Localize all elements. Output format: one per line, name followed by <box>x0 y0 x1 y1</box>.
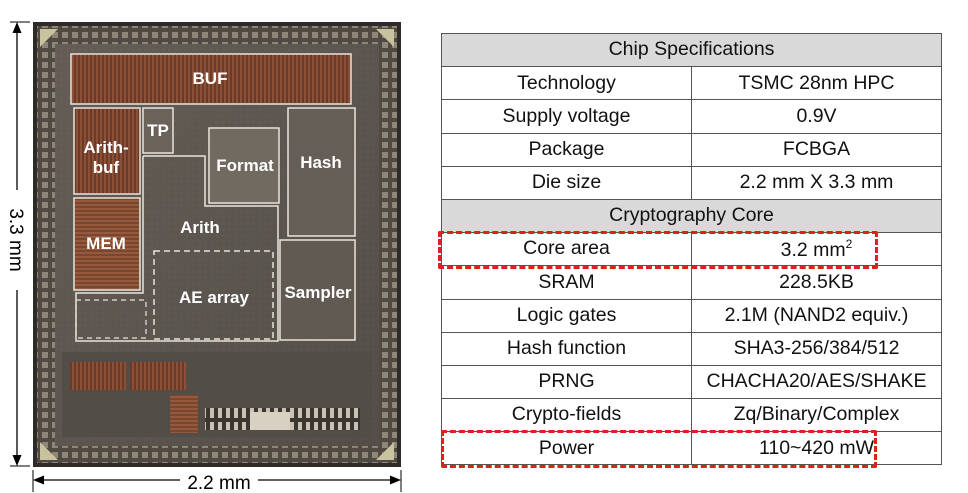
corner-mark-tr <box>376 29 394 47</box>
block-label-sampler: Sampler <box>284 283 351 302</box>
height-dimension: 3.3 mm <box>5 21 30 467</box>
block-label-hash: Hash <box>300 153 342 172</box>
value-cell: TSMC 28nm HPC <box>691 66 942 101</box>
arith-buf-region <box>74 108 140 194</box>
mem-region <box>74 198 140 290</box>
param-cell: Hash function <box>441 331 692 366</box>
corner-mark-tl <box>40 29 58 47</box>
height-label: 3.3 mm <box>5 208 26 271</box>
table-row: Chip Specifications <box>441 32 942 68</box>
block-label-format: Format <box>216 156 274 175</box>
hash-region <box>287 107 356 237</box>
table-row-core-area: Core area 3.2 mm2 <box>441 232 942 267</box>
block-label-arith-buf-2: buf <box>93 158 120 177</box>
corner-mark-bl <box>40 442 58 460</box>
power-highlight <box>441 430 877 468</box>
param-cell: Crypto-fields <box>441 398 692 433</box>
table-row: Cryptography Core <box>441 198 942 234</box>
param-cell: PRNG <box>441 364 692 400</box>
ae-array-region <box>153 250 274 340</box>
superscript: 2 <box>845 236 853 251</box>
sampler-region <box>279 239 356 341</box>
value-cell: 2.2 mm X 3.3 mm <box>691 165 942 200</box>
param-cell: Logic gates <box>441 298 692 333</box>
value-cell: SHA3-256/384/512 <box>691 331 942 366</box>
table-row: Supply voltage 0.9V <box>441 99 942 134</box>
buf-region <box>71 54 351 104</box>
block-label-arith: Arith <box>180 218 220 237</box>
chip-spec-header: Chip Specifications <box>441 32 942 68</box>
param-cell: SRAM <box>441 265 692 300</box>
param-cell: Technology <box>441 66 692 101</box>
block-label-tp: TP <box>147 121 169 140</box>
core-area-highlight <box>438 231 878 269</box>
value-cell: FCBGA <box>691 132 942 167</box>
corner-mark-br <box>376 442 394 460</box>
value-cell: 0.9V <box>691 99 942 134</box>
param-cell: Die size <box>441 165 692 200</box>
width-dimension: 2.2 mm <box>32 470 402 493</box>
die-photo: BUF TP Arith- buf Format Hash Arith MEM … <box>5 21 402 493</box>
table-row: PRNG CHACHA20/AES/SHAKE <box>441 364 942 400</box>
format-region <box>208 127 280 204</box>
table-row: Technology TSMC 28nm HPC <box>441 66 942 101</box>
tp-region <box>142 107 174 154</box>
spec-table: Chip Specifications Technology TSMC 28nm… <box>441 32 942 466</box>
value-cell: Zq/Binary/Complex <box>691 398 942 433</box>
value-cell: 110~420 mW <box>691 431 942 466</box>
value-cell: 2.1M (NAND2 equiv.) <box>691 298 942 333</box>
param-cell: Package <box>441 132 692 167</box>
table-row: Logic gates 2.1M (NAND2 equiv.) <box>441 298 942 333</box>
table-row: Hash function SHA3-256/384/512 <box>441 331 942 366</box>
block-label-mem: MEM <box>86 234 126 253</box>
arith-outline <box>75 155 279 342</box>
param-cell: Supply voltage <box>441 99 692 134</box>
table-row: Package FCBGA <box>441 132 942 167</box>
table-row: Crypto-fields Zq/Binary/Complex <box>441 398 942 433</box>
width-label: 2.2 mm <box>187 473 250 493</box>
core-area-value: 3.2 mm <box>780 238 846 261</box>
block-label-ae-array: AE array <box>179 288 249 307</box>
value-cell: CHACHA20/AES/SHAKE <box>691 364 942 400</box>
table-row: Die size 2.2 mm X 3.3 mm <box>441 165 942 200</box>
crypto-core-header: Cryptography Core <box>441 198 942 234</box>
block-label-buf: BUF <box>193 69 228 88</box>
table-row: SRAM 228.5KB <box>441 265 942 300</box>
block-label-arith-buf-1: Arith- <box>83 138 128 157</box>
value-cell: 228.5KB <box>691 265 942 300</box>
param-cell: Core area <box>441 232 692 267</box>
